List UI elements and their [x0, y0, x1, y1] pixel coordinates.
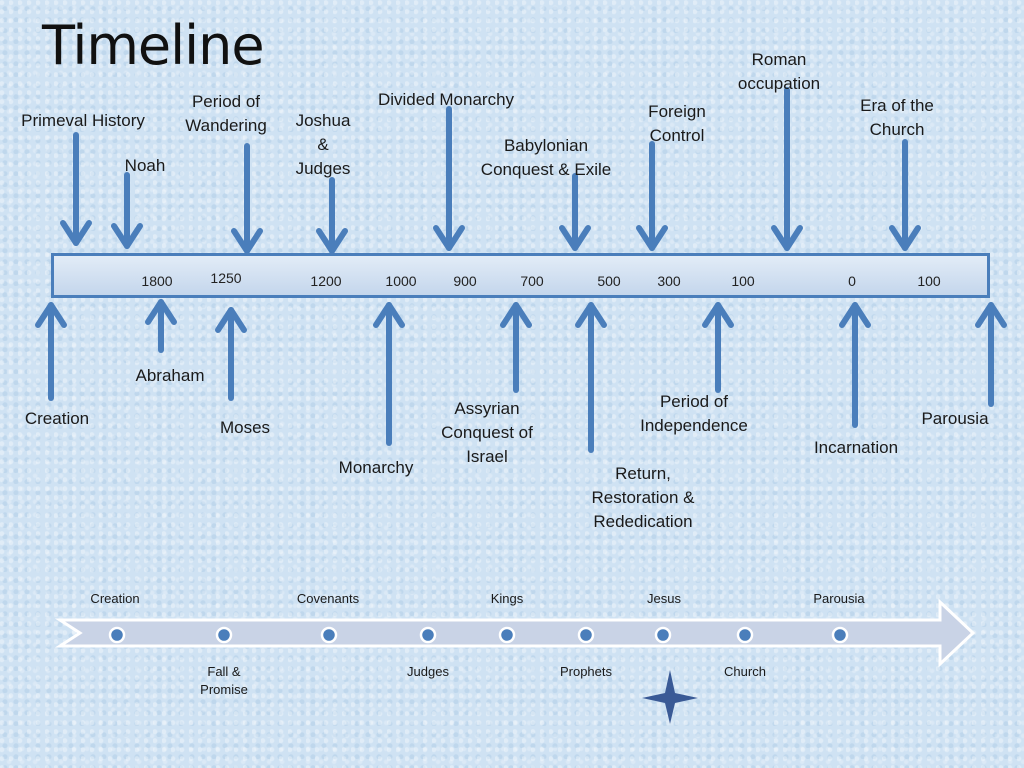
year-label: 1250	[210, 270, 242, 286]
up-arrow-icon	[500, 302, 532, 393]
top-event-label: Primeval History	[21, 111, 145, 130]
year-label: 100	[917, 273, 941, 289]
timeline-dot	[419, 626, 437, 644]
year-label: 900	[453, 273, 477, 289]
timeline-dot	[654, 626, 672, 644]
bottom-event-label: Moses	[219, 418, 271, 437]
up-arrow-icon	[145, 299, 177, 353]
timeline-dot	[498, 626, 516, 644]
down-arrow-icon	[559, 173, 591, 251]
year-label: 1800	[141, 273, 173, 289]
up-arrow-icon	[215, 307, 247, 401]
year-label: 1200	[310, 273, 342, 289]
overview-label-below: Church	[724, 664, 766, 679]
timeline-dot	[108, 626, 126, 644]
bottom-event-label: Abraham	[135, 366, 205, 385]
bottom-event-label: Period of Independence	[640, 392, 748, 435]
timeline-bar	[51, 253, 990, 298]
down-arrow-icon	[889, 139, 921, 251]
year-label: 300	[657, 273, 681, 289]
timeline-dot	[831, 626, 849, 644]
year-label: 100	[731, 273, 755, 289]
overview-label-above: Kings	[490, 591, 524, 606]
year-label: 1000	[385, 273, 417, 289]
timeline-dot	[215, 626, 233, 644]
down-arrow-icon	[433, 106, 465, 251]
bottom-event-label: Return, Restoration & Rededication	[591, 464, 695, 531]
timeline-dot	[736, 626, 754, 644]
top-event-label: Noah	[124, 156, 166, 175]
top-event-label: Babylonian Conquest & Exile	[480, 136, 612, 179]
top-event-label: Roman occupation	[737, 50, 821, 93]
down-arrow-icon	[316, 177, 348, 254]
up-arrow-icon	[975, 302, 1007, 407]
top-event-label: Foreign Control	[648, 102, 706, 145]
overview-label-below: Judges	[407, 664, 449, 679]
down-arrow-icon	[111, 172, 143, 249]
year-label: 500	[597, 273, 621, 289]
timeline-dot	[577, 626, 595, 644]
down-arrow-icon	[636, 141, 668, 251]
bottom-event-label: Creation	[24, 409, 90, 428]
overview-arrow-band	[54, 598, 976, 668]
up-arrow-icon	[839, 302, 871, 428]
year-label: 0	[848, 273, 856, 289]
top-event-label: Era of the Church	[860, 96, 934, 139]
top-event-label: Joshua & Judges	[295, 111, 351, 178]
overview-label-below: Fall & Promise	[200, 664, 248, 697]
top-event-label: Period of Wandering	[185, 92, 267, 135]
star-icon	[642, 670, 698, 724]
page-title: Timeline	[42, 14, 265, 77]
down-arrow-icon	[231, 143, 263, 254]
overview-label-below: Prophets	[559, 664, 613, 679]
overview-label-above: Creation	[90, 591, 140, 606]
bottom-event-label: Monarchy	[338, 458, 414, 477]
timeline-dot	[320, 626, 338, 644]
overview-label-above: Parousia	[813, 591, 865, 606]
down-arrow-icon	[771, 87, 803, 251]
overview-label-above: Jesus	[647, 591, 681, 606]
down-arrow-icon	[60, 132, 92, 246]
top-event-label: Divided Monarchy	[377, 90, 515, 109]
up-arrow-icon	[575, 302, 607, 453]
bottom-event-label: Parousia	[921, 409, 989, 428]
up-arrow-icon	[35, 302, 67, 401]
bottom-event-label: Incarnation	[813, 438, 899, 457]
bottom-event-label: Assyrian Conquest of Israel	[441, 399, 533, 466]
up-arrow-icon	[702, 302, 734, 393]
year-label: 700	[520, 273, 544, 289]
overview-label-above: Covenants	[296, 591, 360, 606]
up-arrow-icon	[373, 302, 405, 446]
